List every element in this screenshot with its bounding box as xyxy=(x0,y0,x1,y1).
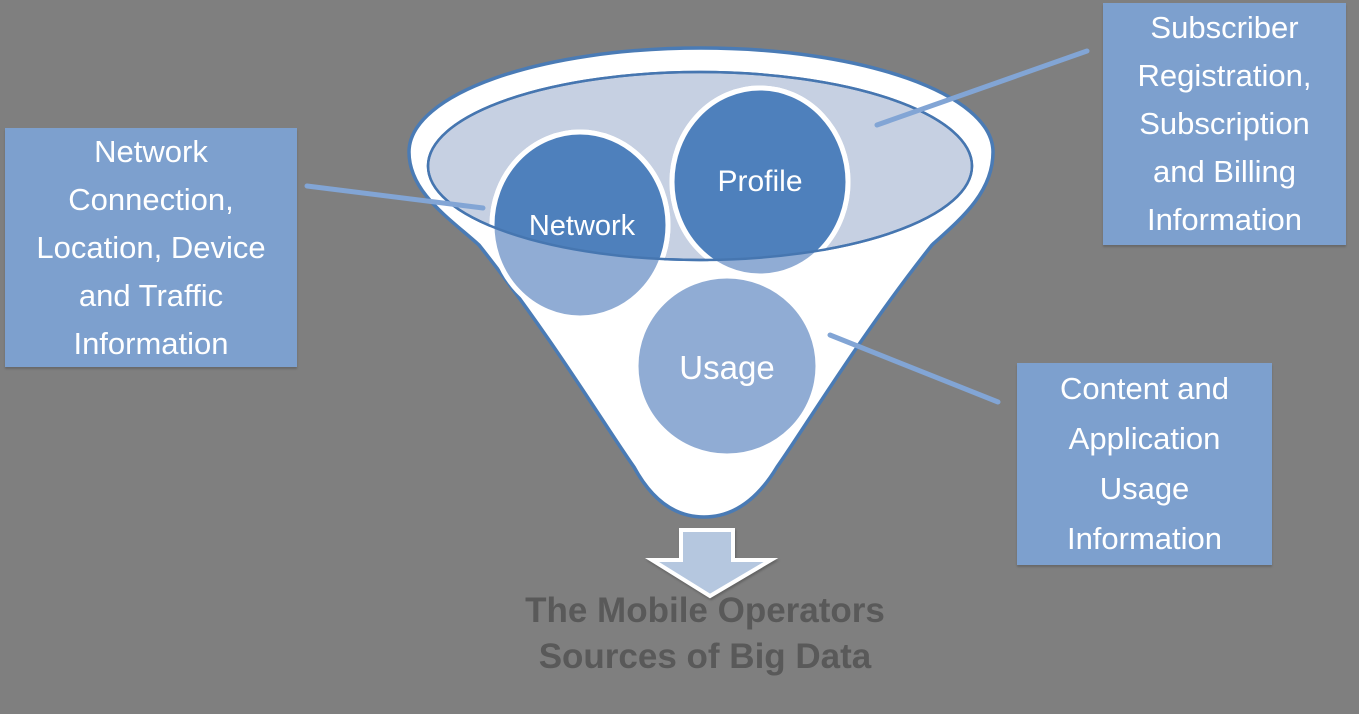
network-circle-label: Network xyxy=(528,209,636,242)
profile-circle-label: Profile xyxy=(717,165,803,198)
usage-info-callout: Content and Application Usage Informatio… xyxy=(1017,363,1272,565)
down-arrow-icon xyxy=(644,528,779,599)
liquid-ellipse-outline xyxy=(426,70,974,262)
usage-circle xyxy=(633,273,821,459)
usage-callout-line xyxy=(827,332,1001,405)
profile-circle-dark xyxy=(669,85,851,260)
network-callout-line xyxy=(304,183,486,211)
usage-circle-label: Usage xyxy=(679,349,775,386)
diagram-caption: The Mobile Operators Sources of Big Data xyxy=(525,591,885,676)
subscriber-callout-line xyxy=(874,48,1090,128)
network-info-callout: Network Connection, Location, Device and… xyxy=(5,128,297,367)
subscriber-info-callout: Subscriber Registration, Subscription an… xyxy=(1103,3,1346,245)
network-circle-dark xyxy=(489,129,671,260)
data-circles-dark xyxy=(489,85,851,260)
